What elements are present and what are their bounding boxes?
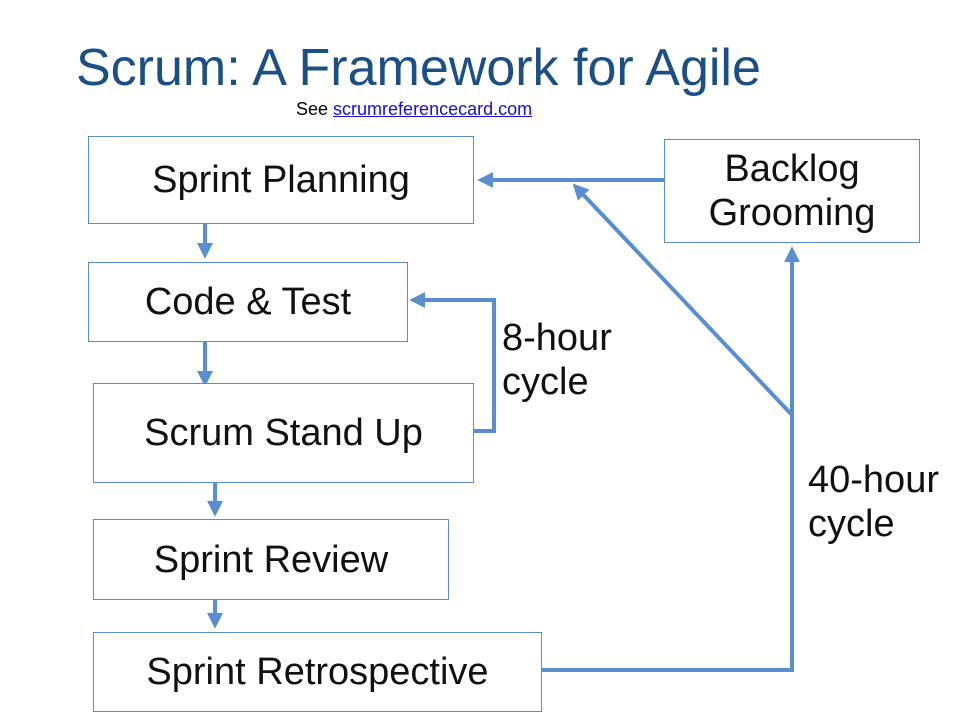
sprint-planning-label: Sprint Planning xyxy=(152,159,410,201)
sprint-retrospective-box: Sprint Retrospective xyxy=(93,632,542,712)
forty-hour-line-2: cycle xyxy=(808,503,895,545)
reference-note: See scrumreferencecard.com xyxy=(296,98,532,120)
sprint-review-label: Sprint Review xyxy=(153,538,389,581)
scrum-standup-box: Scrum Stand Up xyxy=(93,383,474,483)
arrow-eight-hour-cycle xyxy=(409,292,496,433)
code-test-box: Code & Test xyxy=(88,262,408,342)
backlog-label-line-1: Backlog xyxy=(724,148,860,190)
forty-hour-line-1: 40-hour xyxy=(808,459,939,501)
sprint-planning-box: Sprint Planning xyxy=(88,136,474,224)
forty-hour-cycle-label: 40-hour cycle xyxy=(808,458,939,546)
sprint-retrospective-label: Sprint Retrospective xyxy=(146,651,489,693)
code-test-label: Code & Test xyxy=(144,281,352,323)
scrum-standup-label: Scrum Stand Up xyxy=(144,412,423,454)
backlog-grooming-box: Backlog Grooming xyxy=(664,139,920,243)
arrow-forty-hour-cycle xyxy=(572,183,794,417)
reference-link[interactable]: scrumreferencecard.com xyxy=(333,99,533,119)
reference-prefix: See xyxy=(296,99,329,119)
eight-hour-cycle-label: 8-hour cycle xyxy=(502,316,612,404)
eight-hour-line-1: 8-hour xyxy=(502,317,612,359)
eight-hour-line-2: cycle xyxy=(502,361,589,403)
page-title: Scrum: A Framework for Agile xyxy=(76,39,761,97)
sprint-review-box: Sprint Review xyxy=(93,519,449,600)
arrow-retrospective-to-backlog xyxy=(542,246,800,672)
backlog-label-line-2: Grooming xyxy=(708,192,876,234)
